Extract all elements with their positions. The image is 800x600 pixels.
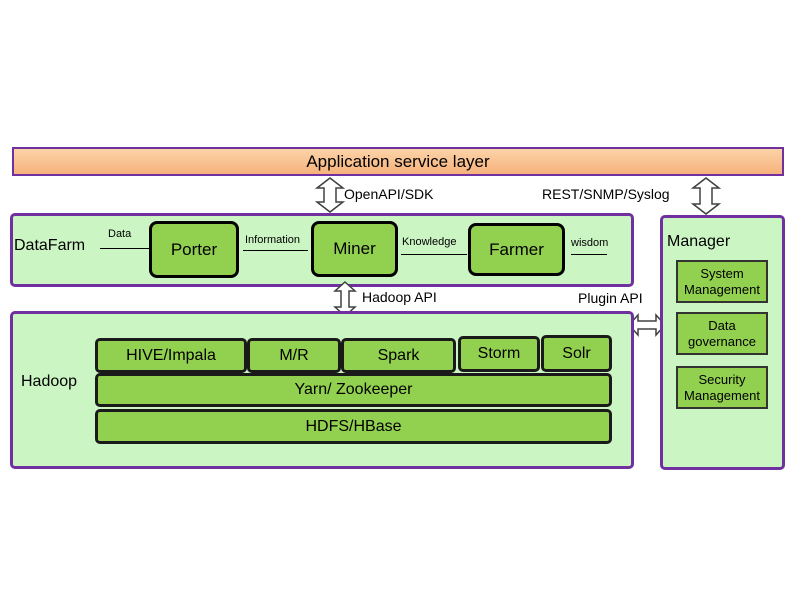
flow-line-data xyxy=(100,248,150,249)
flow-line-knowledge xyxy=(401,254,467,255)
hadoop-api-label: Hadoop API xyxy=(362,289,437,305)
rest-arrow-icon xyxy=(690,177,722,215)
flow-label-knowledge: Knowledge xyxy=(402,236,457,248)
farmer-module: Farmer xyxy=(468,223,565,276)
hadoop-label: Hadoop xyxy=(21,373,78,390)
porter-module: Porter xyxy=(149,221,239,278)
datafarm-label: DataFarm xyxy=(14,237,86,254)
hive-impala-box: HIVE/Impala xyxy=(95,338,247,373)
flow-label-information: Information xyxy=(245,234,301,246)
openapi-label: OpenAPI/SDK xyxy=(344,186,434,202)
manager-label: Manager xyxy=(667,233,731,250)
flow-label-wisdom: wisdom xyxy=(571,237,609,249)
data-governance-box: Data governance xyxy=(676,312,768,355)
application-service-layer: Application service layer xyxy=(12,147,784,176)
solr-box: Solr xyxy=(541,335,612,372)
yarn-zookeeper-box: Yarn/ Zookeeper xyxy=(95,373,612,407)
flow-line-information xyxy=(243,250,308,251)
plugin-api-label: Plugin API xyxy=(578,290,643,306)
security-management-box: Security Management xyxy=(676,366,768,409)
hdfs-hbase-box: HDFS/HBase xyxy=(95,409,612,444)
mapreduce-box: M/R xyxy=(247,338,341,373)
openapi-arrow-icon xyxy=(314,177,346,213)
rest-snmp-syslog-label: REST/SNMP/Syslog xyxy=(542,186,670,202)
system-management-box: System Management xyxy=(676,260,768,303)
flow-line-wisdom xyxy=(571,254,607,255)
storm-box: Storm xyxy=(458,336,540,372)
spark-box: Spark xyxy=(341,338,456,373)
flow-label-data: Data xyxy=(108,228,132,240)
miner-module: Miner xyxy=(311,221,398,277)
